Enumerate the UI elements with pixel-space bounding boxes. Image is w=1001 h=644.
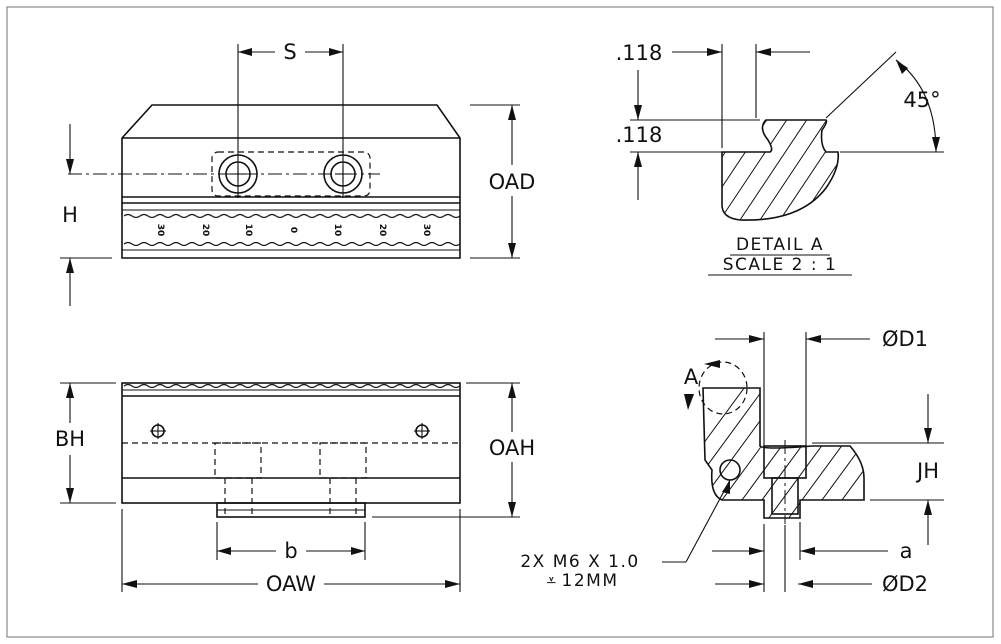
dim-label-bh: BH [55,427,85,451]
dim-label-od2: ØD2 [882,572,928,596]
dim-label-oaw: OAW [266,572,316,596]
scale-label: 10 [332,224,342,237]
scale-label: 10 [243,224,253,237]
serration-scale: 30 20 10 0 10 20 30 [155,224,431,237]
dim-label-s: S [283,40,296,64]
section-view: A ØD1 JH a ØD2 2X M6 X 1. [520,327,944,596]
thread-callout-line1: 2X M6 X 1.0 [520,552,639,572]
dim-label-a: a [900,539,913,563]
detail-a-view: .118 .118 45° DETAIL A SCALE 2 : 1 [616,41,944,276]
dim-label-118-bottom: .118 [616,123,663,147]
dim-label-b: b [284,539,297,563]
detail-a-title: DETAIL A [736,235,824,255]
detail-a-callout [698,361,748,415]
serration-bottom [123,241,461,247]
scale-label: 20 [377,224,387,237]
dim-label-jh: JH [915,459,939,483]
scale-label: 20 [200,224,210,237]
dim-label-h: H [62,203,78,227]
ball [719,459,741,481]
top-view-outline [121,104,461,259]
dim-label-oad: OAD [489,170,536,194]
detail-ref-a: A [684,365,699,389]
top-view: 30 20 10 0 10 20 30 S OAD [60,40,535,306]
scale-label: 30 [421,224,431,237]
dim-label-118-top: .118 [616,41,663,65]
front-view: BH OAH b OAW [55,382,535,596]
serration-top [123,213,461,219]
detail-a-profile [721,119,840,221]
dim-label-45: 45° [903,88,940,112]
scale-label: 30 [155,224,165,237]
scale-label: 0 [288,227,298,233]
detail-a-scale: SCALE 2 : 1 [723,255,838,275]
section-profile [702,387,865,519]
frame-border [6,6,994,638]
dim-label-od1: ØD1 [882,327,928,351]
depth-symbol: ⩡ [546,571,557,591]
dim-label-oah: OAH [489,436,535,460]
thread-callout-line2: 12MM [562,571,619,591]
